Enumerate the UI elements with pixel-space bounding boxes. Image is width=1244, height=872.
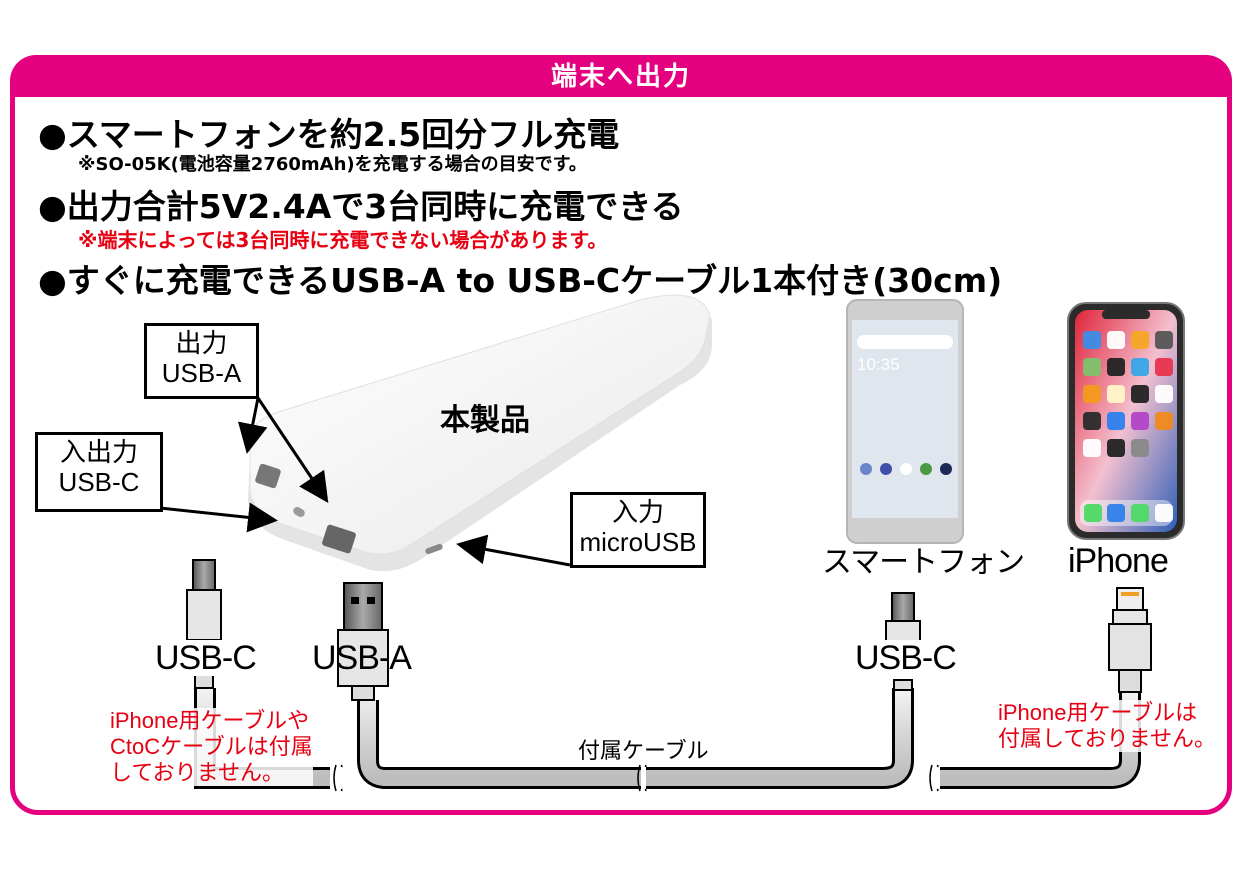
callout-output-usb-a: 出力 USB-A — [144, 323, 259, 399]
right-cable-note: iPhone用ケーブルは 付属しておりません。 — [998, 700, 1217, 752]
panel-header: 端末へ出力 — [10, 55, 1232, 97]
usb-c-right-label: USB-C — [855, 639, 957, 677]
feature-bullet-1: ●スマートフォンを約2.5回分フル充電 — [38, 115, 620, 154]
feature-bullet-2: ●出力合計5V2.4Aで3台同時に充電できる — [38, 187, 684, 226]
feature-bullet-3: ●すぐに充電できるUSB-A to USB-Cケーブル1本付き(30cm) — [38, 261, 1003, 300]
callout-line: 出力 — [175, 328, 228, 358]
feature-note-1: ※SO-05K(電池容量2760mAh)を充電する場合の目安です。 — [78, 154, 587, 175]
note-line: CtoCケーブルは付属 — [110, 734, 313, 759]
smartphone-label: スマートフォン — [822, 545, 1025, 581]
lightning-plug — [1108, 587, 1152, 693]
usb-c-left-label: USB-C — [155, 639, 257, 677]
callout-line: microUSB — [579, 527, 697, 557]
note-line: 付属しておりません。 — [998, 726, 1217, 751]
note-line: iPhone用ケーブルは — [998, 700, 1198, 725]
callout-line: USB-C — [58, 467, 140, 497]
feature-note-2: ※端末によっては3台同時に充電できない場合があります。 — [78, 228, 608, 252]
callout-input-microusb: 入力 microUSB — [570, 492, 706, 568]
left-cable-note: iPhone用ケーブルや CtoCケーブルは付属 しておりません。 — [110, 708, 313, 786]
note-line: しておりません。 — [110, 760, 285, 785]
usb-a-plug — [337, 582, 389, 701]
product-label: 本製品 — [440, 404, 530, 437]
iphone-image — [1067, 302, 1185, 540]
callout-io-usb-c: 入出力 USB-C — [35, 432, 163, 512]
smartphone-clock: 10:35 — [857, 355, 900, 374]
note-line: iPhone用ケーブルや — [110, 708, 310, 733]
callout-line: 入出力 — [59, 437, 138, 467]
power-bank-image — [248, 294, 712, 572]
usb-a-label: USB-A — [312, 639, 412, 677]
included-cable-label: 付属ケーブル — [578, 738, 709, 763]
smartphone-image: 10:35 — [846, 299, 964, 544]
iphone-label: iPhone — [1068, 542, 1169, 580]
callout-line: 入力 — [611, 497, 664, 527]
callout-line: USB-A — [161, 358, 242, 388]
